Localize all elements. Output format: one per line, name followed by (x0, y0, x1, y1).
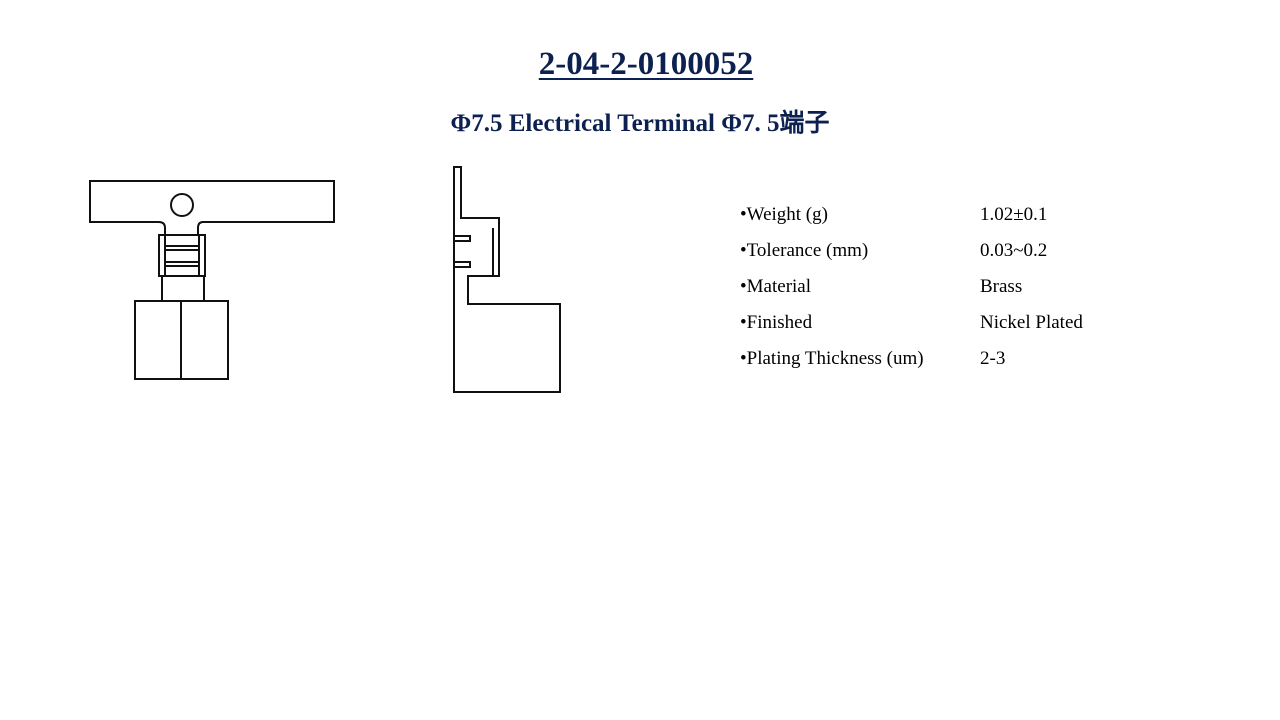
spec-table: •Weight (g) 1.02±0.1 •Tolerance (mm) 0.03~… (740, 204, 1083, 384)
spec-value: Nickel Plated (980, 312, 1083, 333)
spec-row-tolerance: •Tolerance (mm) 0.03~0.2 (740, 240, 1083, 276)
spec-row-weight: •Weight (g) 1.02±0.1 (740, 204, 1083, 240)
spec-row-material: •Material Brass (740, 276, 1083, 312)
spec-label: •Plating Thickness (um) (740, 348, 924, 369)
terminal-side-view-drawing (453, 166, 561, 393)
spec-value: 2-3 (980, 348, 1006, 369)
spec-label: •Finished (740, 312, 813, 333)
terminal-front-view-drawing (89, 180, 335, 380)
part-subtitle: Φ7.5 Electrical Terminal Φ7. 5端子 (450, 110, 830, 137)
spec-label: •Weight (g) (740, 204, 828, 225)
spec-label: •Material (740, 276, 812, 297)
spec-value: 0.03~0.2 (980, 240, 1048, 261)
part-number-title: 2-04-2-0100052 (538, 46, 754, 82)
spec-row-plating-thickness: •Plating Thickness (um) 2-3 (740, 348, 1083, 384)
spec-value: 1.02±0.1 (980, 204, 1048, 225)
spec-value: Brass (980, 276, 1023, 297)
spec-row-finished: •Finished Nickel Plated (740, 312, 1083, 348)
spec-label: •Tolerance (mm) (740, 240, 869, 261)
